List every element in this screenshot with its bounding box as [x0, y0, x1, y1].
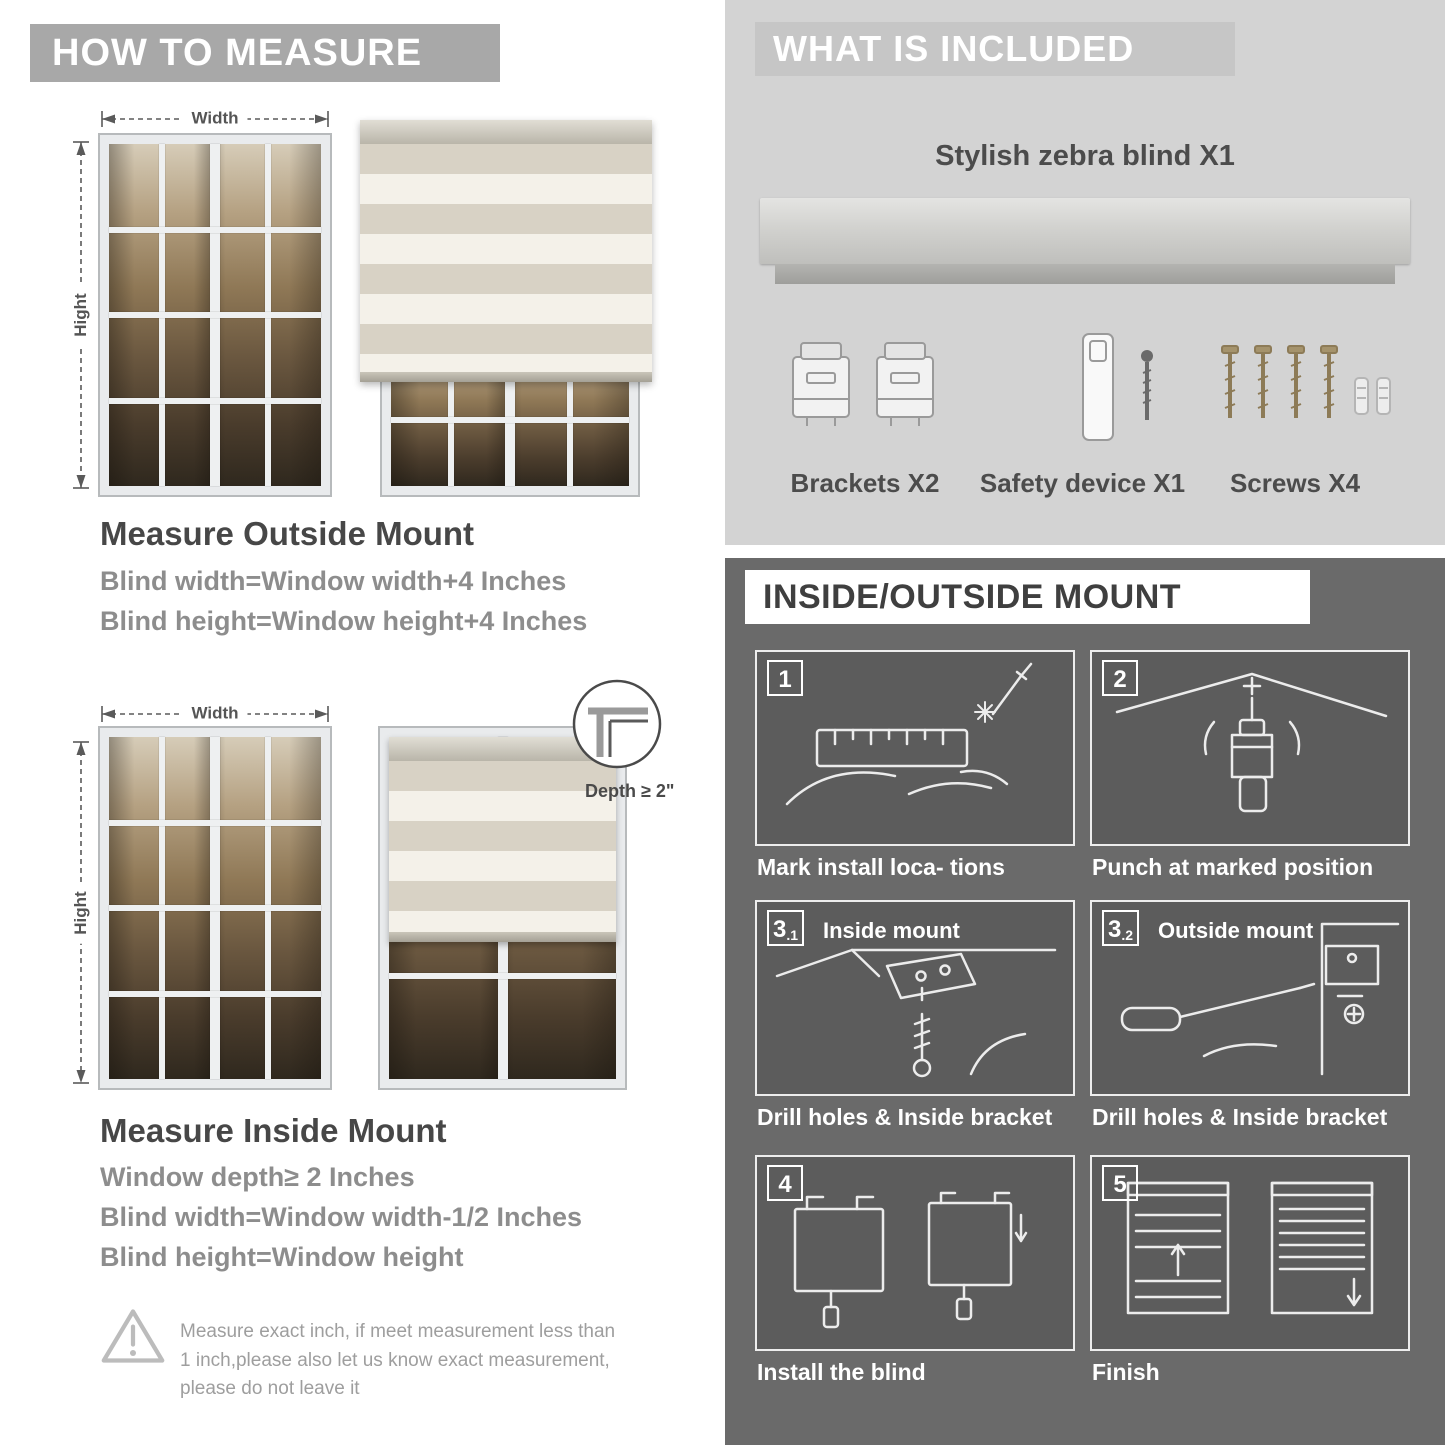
outside-mount-figure: Width Hight [60, 100, 680, 500]
brackets-label: Brackets X2 [790, 468, 940, 498]
safety-device-icon [1055, 328, 1185, 453]
warning-icon [100, 1305, 170, 1375]
step-number: 3.1 [767, 910, 805, 946]
step-caption-3-2: Drill holes & Inside bracket [1092, 1104, 1388, 1130]
width-arrow: Width [100, 703, 330, 724]
window-illustration [98, 133, 332, 497]
outside-bracket-illustration [1120, 922, 1400, 1076]
brackets-icon [785, 335, 945, 450]
what-is-included-section: WHAT IS INCLUDED Stylish zebra blind X1 [725, 0, 1445, 545]
window-with-inside-blind [378, 726, 627, 1090]
step-panel-2: 2 [1090, 650, 1410, 846]
measurement-note: Measure exact inch, if meet measurement … [180, 1321, 616, 1399]
screws-label: Screws X4 [1229, 468, 1361, 498]
zebra-blind-cassette-image [760, 198, 1410, 264]
blind-bottom-rail [360, 372, 652, 382]
step-number: 4 [767, 1165, 803, 1201]
mark-location-illustration [785, 662, 1033, 806]
depth-callout-circle [570, 677, 665, 772]
width-label: Width [182, 108, 248, 129]
width-label: Width [182, 703, 248, 724]
corner-detail-icon [572, 679, 662, 769]
height-arrow: Hight [71, 740, 91, 1085]
step-panel-4: 4 [755, 1155, 1075, 1351]
safety-device-label: Safety device X1 [979, 468, 1186, 498]
outside-formula-width: Blind width=Window width+4 Inches [100, 566, 567, 596]
step-number: 3.2 [1102, 910, 1140, 946]
depth-label: Depth ≥ 2" [585, 781, 675, 801]
step-caption-3-1: Drill holes & Inside bracket [757, 1104, 1053, 1130]
double-arrow-icon [73, 741, 89, 1084]
product-title: Stylish zebra blind X1 [935, 140, 1235, 172]
blind-cassette [360, 120, 652, 144]
how-to-measure-header: HOW TO MEASURE [30, 24, 500, 82]
zebra-stripes [360, 144, 652, 372]
zebra-stripes [389, 761, 616, 932]
height-arrow: Hight [71, 140, 91, 490]
what-is-included-header: WHAT IS INCLUDED [755, 22, 1235, 76]
height-label: Hight [71, 881, 91, 944]
outside-formula-height: Blind height=Window height+4 Inches [100, 606, 588, 636]
step-number: 5 [1102, 1165, 1138, 1201]
inside-formula-width: Blind width=Window width-1/2 Inches [100, 1202, 583, 1232]
inside-formula-height: Blind height=Window height [100, 1242, 464, 1272]
step-caption-2: Punch at marked position [1092, 854, 1374, 880]
step-caption-1: Mark install loca- tions [757, 854, 1005, 880]
step-number: 2 [1102, 660, 1138, 696]
blind-bottom-rail [389, 932, 616, 942]
step-sublabel: Inside mount [823, 918, 960, 943]
step-panel-3-2: 3.2 Outside mount [1090, 900, 1410, 1096]
inside-depth-rule: Window depth≥ 2 Inches [100, 1162, 415, 1192]
step-caption-4: Install the blind [757, 1359, 926, 1385]
measure-outside-title: Measure Outside Mount [100, 515, 475, 552]
mount-header: INSIDE/OUTSIDE MOUNT [745, 570, 1310, 624]
zebra-blind-outside-illustration [360, 120, 652, 382]
drill-illustration [1115, 672, 1388, 813]
screws-icon [1215, 340, 1400, 450]
step-caption-5: Finish [1092, 1359, 1160, 1385]
step-panel-1: 1 [755, 650, 1075, 846]
step-panel-3-1: 3.1 Inside mount [755, 900, 1075, 1096]
mount-instructions-section: INSIDE/OUTSIDE MOUNT 1 Mark install loca… [725, 558, 1445, 1445]
measure-inside-title: Measure Inside Mount [100, 1112, 447, 1149]
height-label: Hight [71, 284, 91, 346]
window-illustration [98, 726, 332, 1090]
step-sublabel: Outside mount [1158, 918, 1314, 943]
zebra-blind-rail-image [775, 264, 1395, 284]
zebra-blind-inside-illustration [389, 737, 616, 942]
inside-mount-figure: Width Hight [60, 679, 700, 1100]
finish-illustration [1126, 1181, 1374, 1315]
inside-bracket-illustration [775, 948, 1057, 1078]
step-number: 1 [767, 660, 803, 696]
step-panel-5: 5 [1090, 1155, 1410, 1351]
width-arrow: Width [100, 108, 330, 129]
install-blind-illustration [793, 1191, 1028, 1329]
